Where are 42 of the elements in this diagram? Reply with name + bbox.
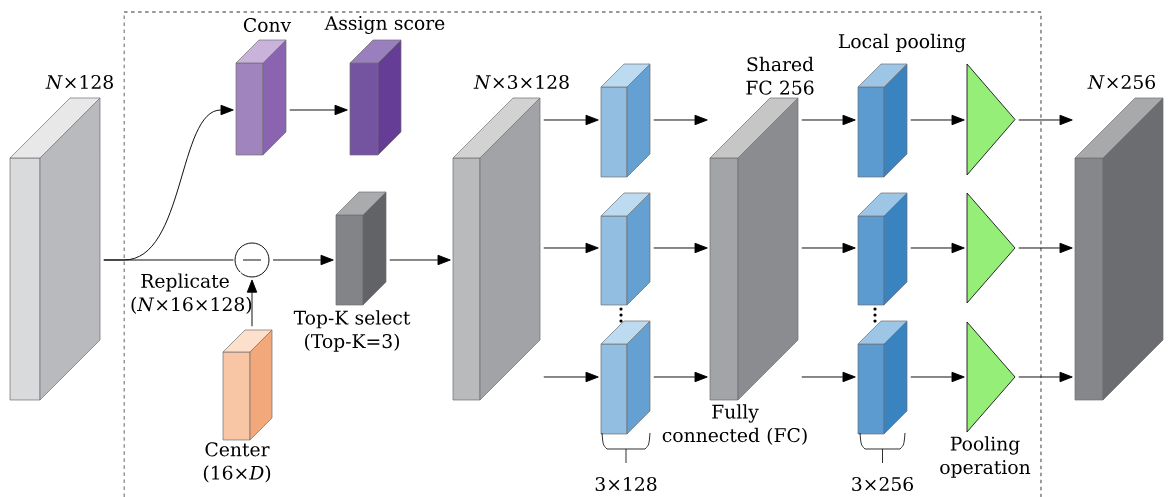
arrow — [289, 104, 348, 116]
arrow — [653, 371, 708, 383]
arrow — [389, 254, 451, 266]
arrow — [1018, 242, 1073, 254]
block-label: Assign score — [324, 16, 445, 34]
arrow — [801, 371, 856, 383]
arrow — [543, 114, 599, 126]
block-label: Shared FC 256 — [746, 56, 814, 95]
block-drawing — [857, 192, 908, 306]
triangle — [966, 63, 1016, 176]
minus-circle — [234, 242, 270, 278]
arrow — [543, 371, 599, 383]
arrow — [910, 114, 965, 126]
connector-line — [103, 259, 234, 261]
dimension-label: 3×128 — [595, 476, 657, 492]
edge-label: Replicate (N×16×128) — [128, 272, 252, 316]
arrow — [653, 114, 708, 126]
block-label: Fully connected (FC) — [662, 404, 807, 445]
arrow — [246, 279, 258, 327]
block-drawing — [600, 192, 651, 306]
arrow — [543, 242, 599, 254]
arrow — [1018, 114, 1073, 126]
block-label: N×256 — [1087, 74, 1156, 90]
block-drawing — [857, 320, 908, 435]
arrow — [910, 242, 965, 254]
arrow — [910, 371, 965, 383]
arrow — [653, 242, 708, 254]
dimension-label: 3×256 — [852, 476, 913, 492]
block-label: Top-K select (Top-K=3) — [293, 310, 411, 352]
block-drawing — [600, 63, 651, 178]
block-label: Center (16×D) — [203, 442, 271, 483]
arrow — [1018, 371, 1073, 383]
block-label: N×3×128 — [473, 74, 569, 90]
triangle — [966, 192, 1016, 304]
arrow — [801, 114, 856, 126]
block-label: Conv — [243, 17, 292, 33]
block-label: Pooling operation — [940, 436, 1031, 478]
block-label: N×128 — [45, 74, 113, 90]
arrow — [272, 254, 334, 266]
block-label: Local pooling — [838, 33, 966, 53]
block-drawing — [600, 320, 651, 435]
arrow — [801, 242, 856, 254]
